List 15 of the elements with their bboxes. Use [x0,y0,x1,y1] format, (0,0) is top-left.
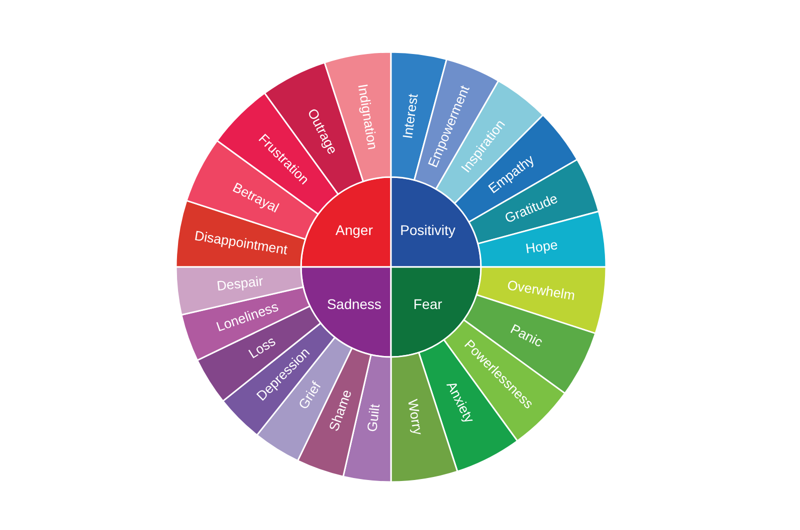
emotion-label: Guilt [364,403,384,433]
emotion-label: Indignation [354,82,382,152]
emotion-label: Hope [524,236,559,258]
emotion-label: Shame [325,387,356,434]
emotion-label: Fear [413,294,442,314]
emotion-label: Despair [216,272,264,296]
core-emotion-wedge [390,176,482,268]
emotion-label: Positivity [400,221,456,240]
emotion-segment [216,92,339,215]
emotion-label: Interest [398,92,422,140]
emotion-label: Anger [336,221,373,240]
emotion-label: Worry [404,398,426,436]
emotion-label: Overwhelm [506,276,576,306]
emotion-segment [443,319,566,442]
emotion-label: Sadness [326,294,382,314]
